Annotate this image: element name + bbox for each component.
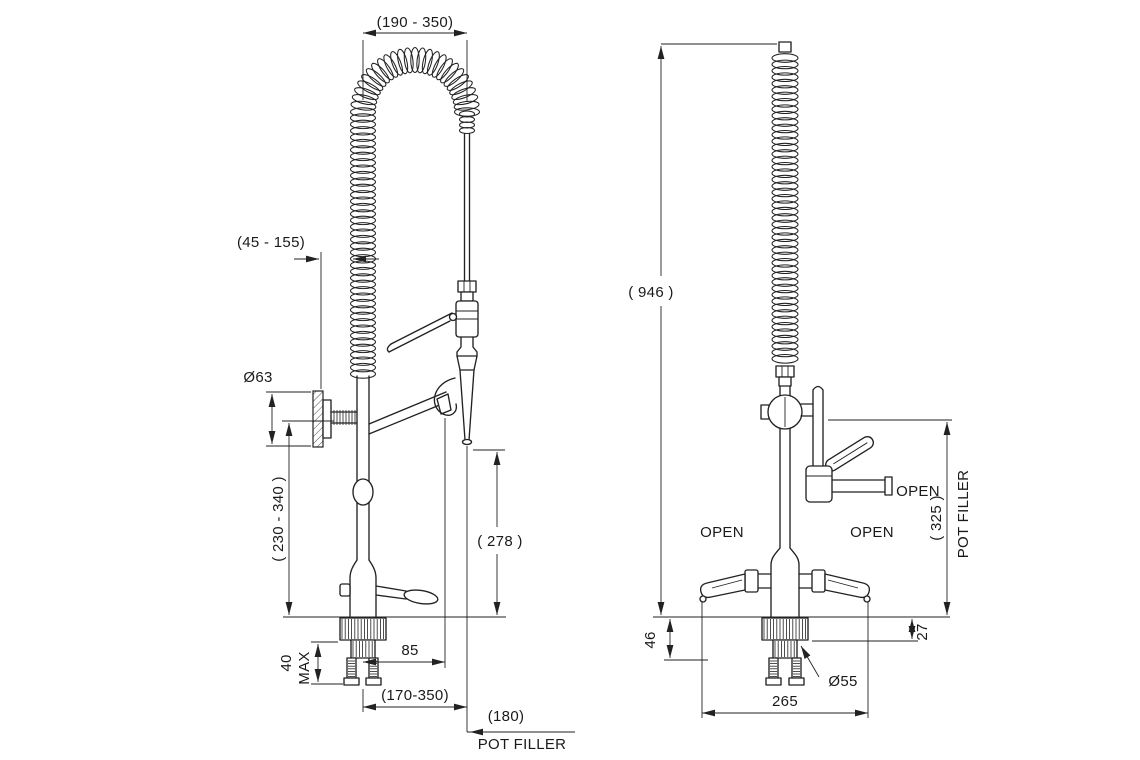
dim-bracket-height-label: ( 230 - 340 ) — [270, 476, 287, 562]
handle-side — [339, 583, 439, 605]
dim-hose-reach-label: (190 - 350) — [377, 14, 454, 31]
spray-head-assembly — [386, 133, 479, 446]
riser-ball-joint — [352, 478, 374, 506]
hose-top-fitting — [778, 41, 792, 53]
pot-filler-caption: POT FILLER — [478, 736, 567, 753]
pot-filler-vertical-caption: POT FILLER — [955, 470, 972, 559]
spring-hose-coil-front — [771, 53, 799, 364]
dim-flange-dia-label: Ø63 — [243, 369, 272, 386]
pot-filler-outlet-side — [436, 393, 452, 415]
spray-squeeze-lever — [386, 312, 458, 353]
dimensions-front: ( 946 ) ( 325 ) POT FILLER OPEN OPEN OPE… — [628, 43, 972, 718]
side-view: (190 - 350) (45 - 155) Ø63 ( 230 - 340 )… — [237, 14, 575, 753]
spray-hook — [433, 377, 458, 416]
dim-wall-distance-label: (45 - 155) — [237, 234, 305, 251]
open-right-handle-label: OPEN — [850, 524, 894, 541]
spray-bell — [456, 355, 478, 371]
body-front — [770, 547, 800, 619]
dim-flange-height-label: 27 — [914, 623, 931, 640]
dim-spout-offset-label: 85 — [401, 642, 418, 659]
dim-total-height-label: ( 946 ) — [628, 284, 673, 301]
dim-pot-filler-height-label: ( 325 ) — [928, 495, 945, 540]
left-handle-grip — [699, 573, 746, 599]
mounting-base-front — [761, 617, 809, 686]
spring-hose-coil — [349, 113, 377, 379]
mounting-base-side — [339, 617, 387, 686]
right-handle — [798, 569, 871, 603]
hose-nut — [457, 280, 477, 293]
front-view-group: ( 946 ) ( 325 ) POT FILLER OPEN OPEN OPE… — [628, 41, 972, 718]
pot-filler-outlet — [884, 476, 893, 496]
dim-handle-span-label: 265 — [772, 693, 798, 710]
open-pot-filler-label: OPEN — [896, 483, 940, 500]
handle-grip-side — [403, 589, 439, 605]
left-handle — [699, 569, 772, 603]
hose-ribs — [458, 110, 476, 135]
dim-deck-thickness-max-label: MAX — [296, 651, 313, 684]
right-handle-grip — [824, 573, 871, 599]
pot-filler-spout-side — [368, 391, 452, 435]
bracket-rod-thread — [333, 410, 356, 425]
dim-pot-filler-length-label: (180) — [488, 708, 525, 725]
hose-bottom-fitting — [775, 365, 795, 387]
spray-nozzle-tip — [461, 438, 473, 446]
dim-base-dia-label: Ø55 — [828, 673, 857, 690]
dimensions-side: (190 - 350) (45 - 155) Ø63 ( 230 - 340 )… — [237, 14, 575, 753]
riser-tube — [349, 375, 377, 619]
dim-below-deck-label: 46 — [642, 631, 659, 648]
dim-spray-height-label: ( 278 ) — [477, 533, 522, 550]
dim-deck-thickness-label: 40 — [278, 654, 295, 671]
pot-filler-front — [800, 385, 893, 503]
spring-hose-arch — [349, 46, 481, 117]
open-left-handle-label: OPEN — [700, 524, 744, 541]
dim-spout-reach-label: (170-350) — [381, 687, 449, 704]
pot-filler-tube — [812, 385, 824, 471]
wall-bracket — [312, 390, 358, 448]
pot-filler-valve — [805, 465, 833, 503]
